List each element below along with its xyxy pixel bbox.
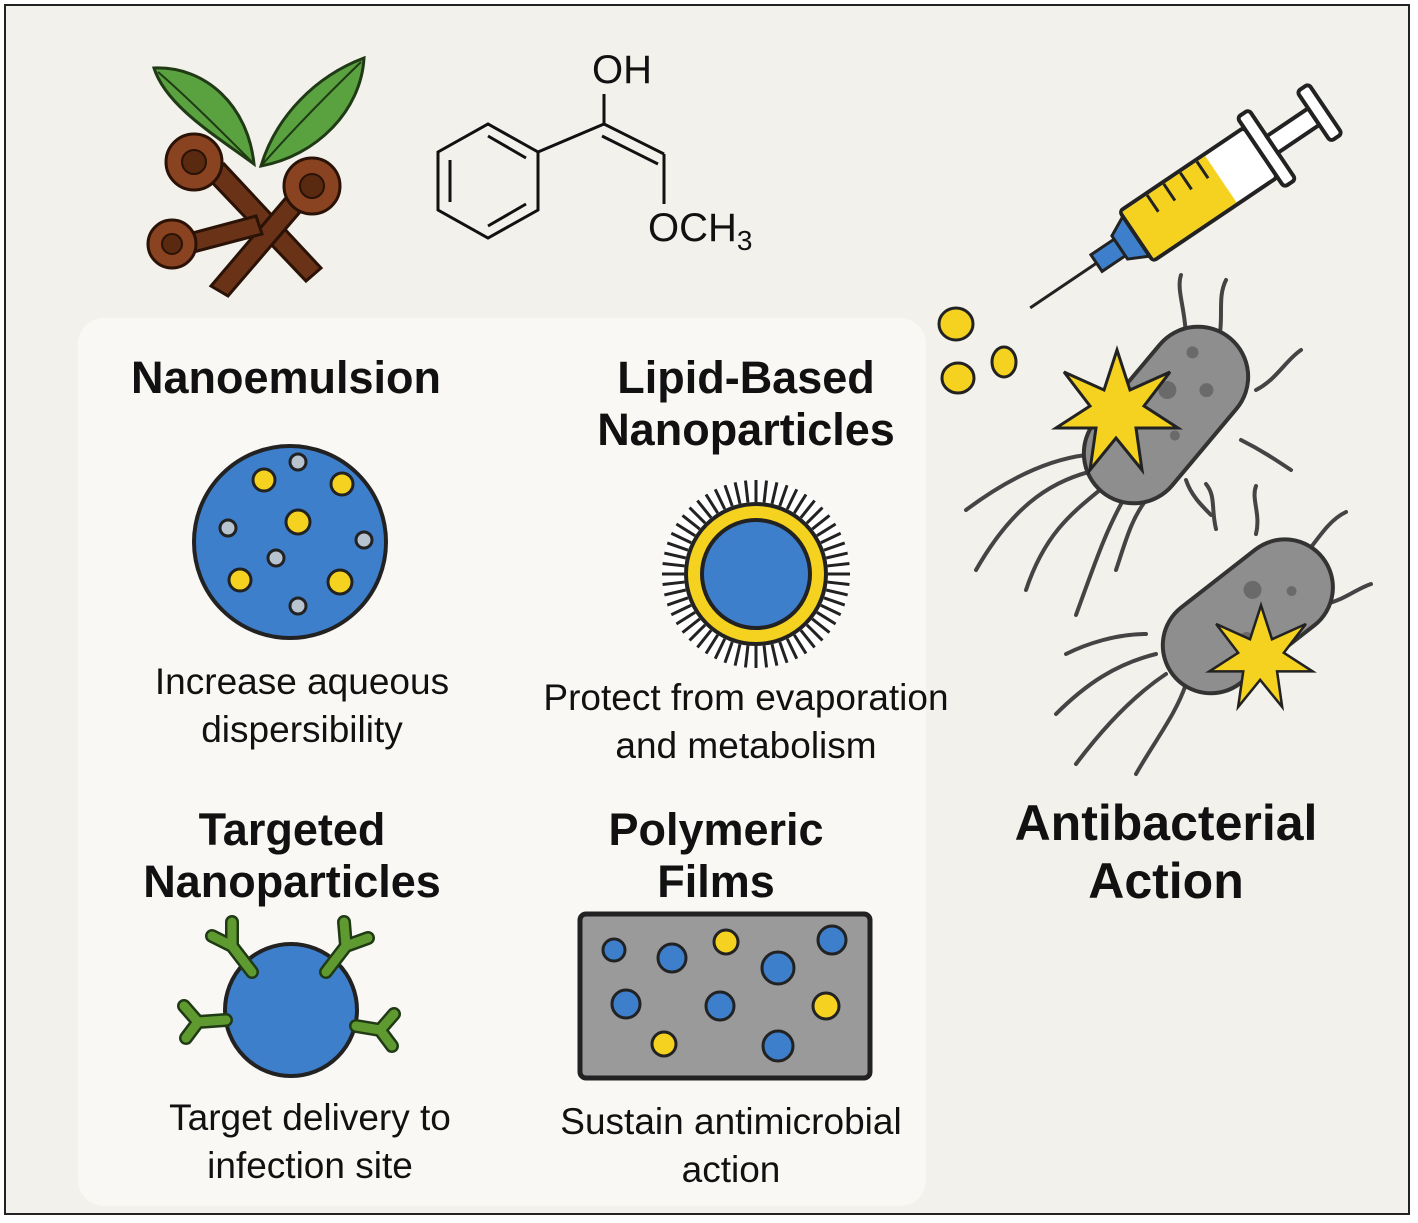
och-subscript: 3	[736, 225, 753, 256]
lipid-tail	[816, 522, 837, 537]
lipid-tail	[723, 484, 734, 507]
card-heading-polymeric: Polymeric Films	[608, 804, 824, 907]
lipid-tail	[704, 634, 719, 655]
lipid-tail	[696, 629, 713, 649]
lipid-tail	[696, 499, 713, 519]
lipid-tail	[816, 611, 837, 626]
syringe-icon	[1029, 83, 1343, 310]
lipid-tail	[793, 634, 808, 655]
lipid-tail	[778, 641, 789, 664]
lipid-tail	[670, 603, 692, 617]
lipid-tail	[666, 596, 689, 607]
lipid-tail	[823, 541, 846, 552]
lipid-tail	[733, 482, 742, 505]
och3-label: OCH3	[648, 206, 752, 257]
lipid-tail	[664, 588, 687, 597]
lipid-tail	[805, 623, 824, 642]
lipid-tail	[762, 645, 769, 668]
molecule-structure	[436, 94, 666, 240]
lipid-tail	[675, 611, 696, 626]
lipid-tail	[825, 588, 848, 597]
antibacterial-action-label: Antibacterial Action	[1014, 795, 1318, 909]
lipid-tail	[785, 488, 799, 510]
burst-icon	[1050, 345, 1184, 476]
bacteria-icon	[964, 273, 1303, 617]
lipid-tail	[733, 643, 742, 666]
droplet-icon	[937, 306, 1018, 395]
lipid-tail	[664, 551, 687, 560]
card-caption-targeted: Target delivery to infection site	[169, 1097, 451, 1186]
lipid-tail	[681, 617, 701, 634]
lipid-tail	[770, 482, 779, 505]
lipid-tail	[681, 514, 701, 531]
lipid-tail	[662, 561, 685, 568]
card-heading-targeted: Targeted Nanoparticles	[143, 804, 441, 907]
lipid-tail	[799, 629, 816, 649]
lipid-tail	[675, 522, 696, 537]
oh-label: OH	[592, 48, 652, 92]
lipid-tail	[785, 638, 799, 660]
lipid-tail	[713, 488, 727, 510]
och-label-text: OCH	[648, 206, 737, 250]
lipid-nanoparticle-icon	[662, 480, 850, 668]
lipid-tail	[805, 506, 824, 525]
card-caption-nanoemulsion: Increase aqueous dispersibility	[154, 661, 450, 750]
polymeric-film-icon	[577, 911, 873, 1081]
lipid-tail	[825, 551, 848, 560]
lipid-tail	[793, 493, 808, 514]
lipid-tail	[704, 493, 719, 514]
targeted-nanoparticle-icon	[177, 915, 401, 1078]
lipid-tail	[820, 531, 842, 545]
lipid-tail	[688, 623, 707, 642]
card-caption-polymeric: Sustain antimicrobial action	[560, 1101, 902, 1190]
figure-frame: OH OCH3	[4, 4, 1410, 1215]
lipid-tail	[827, 561, 850, 568]
lipid-tail	[688, 506, 707, 525]
card-heading-nanoemulsion: Nanoemulsion	[130, 352, 442, 403]
lipid-tail	[743, 645, 750, 668]
lipid-tail	[820, 603, 842, 617]
lipid-tail	[827, 580, 850, 587]
lipid-tail	[666, 541, 689, 552]
lipid-tail	[811, 514, 831, 531]
burst-icon-2	[1205, 601, 1317, 712]
clove-icon	[146, 55, 366, 298]
lipid-tail	[811, 617, 831, 634]
card-caption-lipid: Protect from evaporation and metabolism	[543, 677, 949, 766]
nanoemulsion-icon	[192, 444, 388, 640]
lipid-tail	[743, 480, 750, 503]
lipid-tail	[723, 641, 734, 664]
lipid-tail	[770, 643, 779, 666]
lipid-tail	[762, 480, 769, 503]
lipid-tail	[662, 580, 685, 587]
lipid-tail	[799, 499, 816, 519]
card-heading-lipid: Lipid-Based Nanoparticles	[597, 352, 895, 455]
lipid-tail	[823, 596, 846, 607]
lipid-tail	[670, 531, 692, 545]
lipid-tail	[713, 638, 727, 660]
lipid-tail	[778, 484, 789, 507]
